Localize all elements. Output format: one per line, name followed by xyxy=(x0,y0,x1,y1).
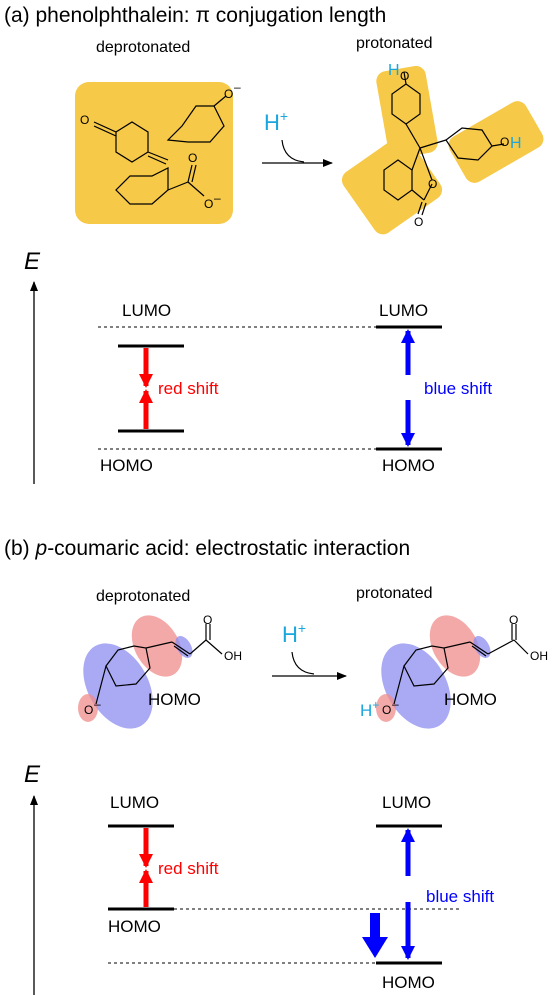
atom-oh: OH xyxy=(224,649,242,663)
energy-diagram-a: E LUMO LUMO red shift blue shift HOMO HO… xyxy=(24,248,492,484)
homo-lobe-red xyxy=(376,694,396,722)
bond xyxy=(145,641,173,649)
homo-orbital-label: HOMO xyxy=(148,690,201,709)
charge: – xyxy=(234,80,241,94)
panel-a-deprotonated-label: deprotonated xyxy=(96,39,190,56)
bond xyxy=(411,147,421,171)
proton-h: H+ xyxy=(360,698,379,720)
bond xyxy=(487,639,515,655)
charge: – xyxy=(214,191,221,205)
lumo-label-right: LUMO xyxy=(379,301,428,320)
bond xyxy=(491,143,505,147)
lumo-label-left: LUMO xyxy=(122,301,171,320)
bond xyxy=(167,181,189,191)
bond xyxy=(213,95,227,107)
bond xyxy=(173,645,189,657)
conjugation-highlight xyxy=(75,82,233,224)
blue-shift-label: blue shift xyxy=(426,887,494,906)
charge: – xyxy=(94,697,101,711)
energy-axis-label: E xyxy=(24,761,41,788)
panel-b-deprotonated-label: deprotonated xyxy=(96,588,190,605)
bond xyxy=(417,201,423,215)
proton-reagent: H+ xyxy=(282,620,306,647)
bond xyxy=(403,71,407,85)
bond xyxy=(405,123,421,149)
bond xyxy=(443,641,471,649)
bond xyxy=(171,641,191,655)
homo-label-left: HOMO xyxy=(100,456,153,475)
bond xyxy=(419,139,447,149)
reagent-curve xyxy=(291,651,315,675)
red-shift-label: red shift xyxy=(158,859,219,878)
panel-a-title: (a) phenolphthalein: π conjugation lengt… xyxy=(4,4,386,27)
bond xyxy=(469,641,489,655)
homo-stabilization-arrow-shaft xyxy=(370,913,380,939)
bond xyxy=(423,183,433,201)
bond xyxy=(191,164,197,183)
reagent-curve xyxy=(281,139,305,163)
bond xyxy=(95,665,107,705)
energy-axis-label: E xyxy=(24,248,41,275)
lumo-label-left: LUMO xyxy=(110,793,159,812)
lumo-label-right: LUMO xyxy=(382,793,431,812)
atom-o: O xyxy=(204,197,213,211)
panel-b-protonated-label: protonated xyxy=(356,585,433,602)
homo-stabilization-arrow-head xyxy=(362,937,388,958)
bond xyxy=(393,665,405,705)
panel-b-title: (b) p-coumaric acid: electrostatic inter… xyxy=(4,537,410,560)
phenyl-ring xyxy=(403,645,449,687)
bond xyxy=(411,189,425,201)
carbonyl-bond xyxy=(93,125,117,137)
panel-a-protonated-label: protonated xyxy=(356,35,433,52)
charge: – xyxy=(392,697,399,711)
atom-o: O xyxy=(224,87,233,101)
atom-o: O xyxy=(400,69,409,83)
atom-o: O xyxy=(500,135,509,149)
atom-o: O xyxy=(428,177,437,191)
coumarate-deprotonated-structure: O – O OH HOMO xyxy=(78,613,242,729)
bond xyxy=(205,639,223,655)
phenolphthalein-deprotonated-structure: O O – O O – xyxy=(75,80,241,224)
conjugation-highlight xyxy=(448,101,544,183)
reaction-arrow-b: H+ xyxy=(272,620,347,680)
homo-label-right: HOMO xyxy=(382,973,435,992)
blue-shift-label: blue shift xyxy=(424,379,492,398)
conjugation-highlight xyxy=(376,65,438,159)
atom-o: O xyxy=(509,613,518,627)
atom-oh: OH xyxy=(530,649,548,663)
atom-o: O xyxy=(84,703,93,717)
atom-o: O xyxy=(203,613,212,627)
atom-o: O xyxy=(80,113,89,127)
homo-lobe-red xyxy=(78,694,98,722)
benzoate-ring xyxy=(115,167,169,205)
bond xyxy=(419,147,433,181)
reaction-arrow-a: H+ xyxy=(262,108,333,167)
red-shift-label: red shift xyxy=(158,379,219,398)
bond xyxy=(187,181,205,197)
carbonyl-bond xyxy=(93,121,117,133)
bond xyxy=(421,202,427,216)
homo-label-left: HOMO xyxy=(108,917,161,936)
bond xyxy=(513,639,529,655)
homo-orbital-label: HOMO xyxy=(444,690,497,709)
atom-h: H xyxy=(510,135,522,152)
atom-o: O xyxy=(414,215,423,229)
homo-label-right: HOMO xyxy=(382,456,435,475)
atom-h: H xyxy=(388,62,400,79)
bond xyxy=(147,155,167,165)
energy-diagram-b: E LUMO LUMO red shift HOMO blue shift HO… xyxy=(24,761,494,995)
phenyl-ring xyxy=(105,645,151,687)
conjugation-highlight xyxy=(341,135,443,235)
bond xyxy=(147,151,169,161)
coumaric-protonated-structure: H+ O – O OH HOMO xyxy=(360,613,548,729)
phenolphthalein-protonated-structure: H O O H O O xyxy=(341,62,544,235)
atom-o: O xyxy=(382,703,391,717)
proton-reagent: H+ xyxy=(264,108,288,135)
bond xyxy=(187,164,193,183)
bond xyxy=(471,645,487,657)
atom-o: O xyxy=(188,151,197,165)
phenolate-ring xyxy=(166,105,225,143)
bond xyxy=(189,639,207,655)
